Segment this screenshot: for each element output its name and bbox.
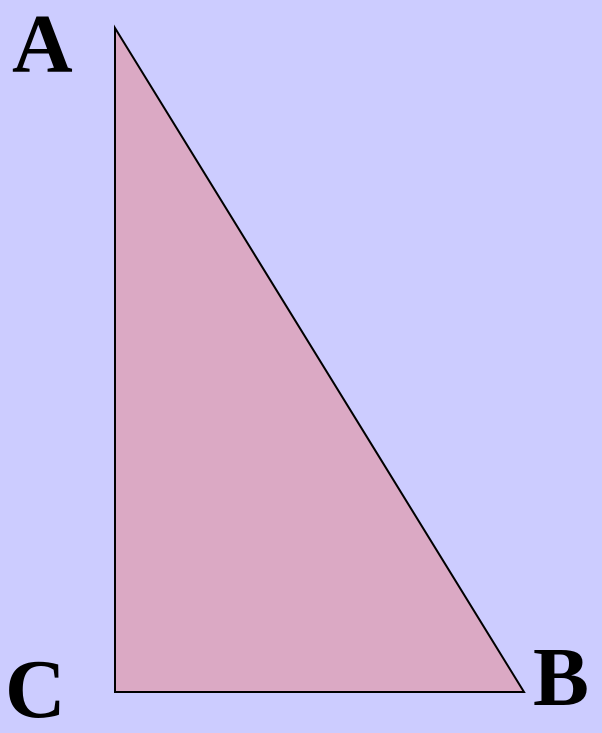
- vertex-label-c: C: [5, 643, 66, 733]
- right-triangle-abc: [114, 24, 526, 693]
- vertex-label-a: A: [12, 0, 73, 91]
- vertex-label-b: B: [533, 631, 590, 724]
